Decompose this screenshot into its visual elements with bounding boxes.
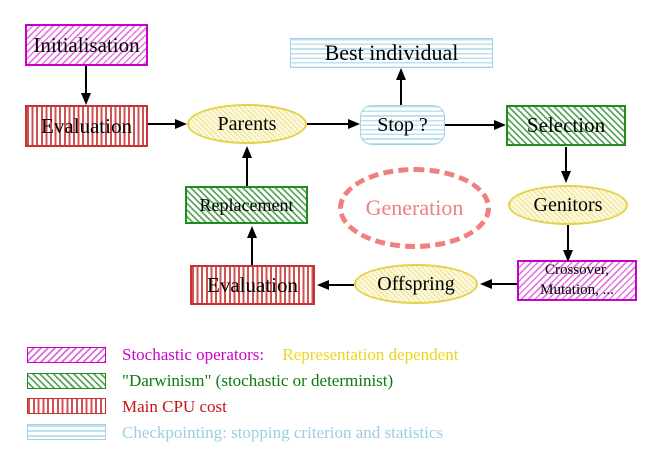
node-evaluation-bottom: Evaluation <box>190 265 315 305</box>
edge-crossover-offspring-line <box>492 283 517 285</box>
edge-stop-selection-arrowhead <box>494 120 506 130</box>
generation-label: Generation <box>365 195 464 220</box>
edge-genitors-crossover-line <box>567 225 569 251</box>
legend-label-representation-dependent: Representation dependent <box>282 345 459 364</box>
node-initialisation-label: Initialisation <box>33 32 140 57</box>
node-stop-label: Stop ? <box>377 113 428 136</box>
node-selection: Selection <box>506 105 626 146</box>
edge-eval-replacement-arrowhead <box>247 226 257 238</box>
legend-swatch-darwinism <box>27 373 106 389</box>
node-crossover-label-line1: Crossover, <box>545 262 609 278</box>
edge-eval-parents-line <box>148 123 176 125</box>
node-best-individual: Best individual <box>290 38 493 68</box>
edge-offspring-eval-arrowhead <box>317 280 329 290</box>
edge-selection-genitors-line <box>565 147 567 172</box>
node-offspring: Offspring <box>354 264 478 304</box>
edge-offspring-eval-line <box>329 284 354 286</box>
edge-parents-stop-line <box>307 123 349 125</box>
node-best-individual-label: Best individual <box>324 40 459 65</box>
edge-crossover-offspring-arrowhead <box>480 279 492 289</box>
edge-replacement-parents-arrowhead <box>242 146 252 158</box>
legend-row-stochastic-operators: Stochastic operators: Representation dep… <box>122 345 458 365</box>
edge-genitors-crossover-arrowhead <box>563 250 573 262</box>
node-selection-label: Selection <box>526 113 606 137</box>
node-initialisation: Initialisation <box>25 24 148 66</box>
node-evaluation-top-label: Evaluation <box>41 113 132 138</box>
legend-label-stochastic-operators: Stochastic operators: <box>122 345 265 364</box>
node-genitors: Genitors <box>508 185 628 225</box>
edge-replacement-parents-line <box>246 158 248 186</box>
edge-init-eval-line <box>85 66 87 94</box>
legend-swatch-stochastic-operators <box>27 347 106 363</box>
node-offspring-label: Offspring <box>377 272 455 295</box>
node-evaluation-top: Evaluation <box>25 105 148 147</box>
edge-init-eval-arrowhead <box>81 93 91 105</box>
node-crossover-label-line2: Mutation, ... <box>540 281 614 298</box>
edge-stop-best-line <box>400 79 402 105</box>
node-evaluation-bottom-label: Evaluation <box>207 272 298 297</box>
legend-label-main-cpu-cost: Main CPU cost <box>122 397 227 416</box>
legend-label-darwinism: "Darwinism" (stochastic or determinist) <box>122 371 394 390</box>
node-replacement-label: Replacement <box>199 194 294 215</box>
edge-eval-replacement-line <box>251 238 253 265</box>
node-replacement: Replacement <box>185 186 308 224</box>
node-crossover-mutation: Crossover, Mutation, ... <box>517 260 637 301</box>
edge-stop-selection-line <box>445 124 495 126</box>
edge-eval-parents-arrowhead <box>175 119 187 129</box>
legend-label-checkpointing: Checkpointing: stopping criterion and st… <box>122 423 444 442</box>
node-parents-label: Parents <box>217 112 277 135</box>
generation-cycle-ellipse: Generation <box>338 167 491 249</box>
node-stop: Stop ? <box>360 105 445 145</box>
legend-swatch-main-cpu-cost <box>27 398 106 414</box>
edge-selection-genitors-arrowhead <box>561 171 571 183</box>
node-parents: Parents <box>187 104 307 144</box>
edge-parents-stop-arrowhead <box>348 119 360 129</box>
edge-stop-best-arrowhead <box>396 68 406 80</box>
node-genitors-label: Genitors <box>533 193 603 216</box>
legend-swatch-checkpointing <box>27 424 106 440</box>
